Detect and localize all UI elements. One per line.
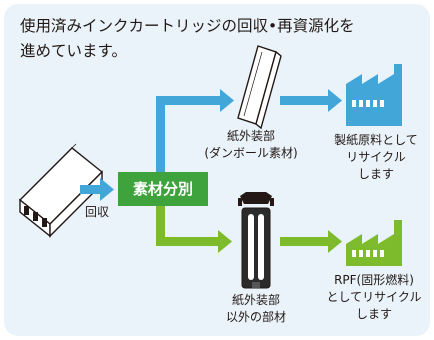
paper-exterior-label: 紙外装部 (ダンボール素材) — [186, 128, 316, 162]
other-parts-line-1: 紙外装部 — [231, 293, 280, 307]
arrow-to-other-parts — [156, 206, 232, 253]
paper-result-line-1: 製紙原料として — [334, 133, 418, 147]
other-parts-line-2: 以外の部材 — [225, 310, 286, 324]
sort-materials-box: 素材分別 — [118, 172, 208, 206]
factory-blue-icon — [346, 64, 402, 126]
title-line-1: 使用済みインクカートリッジの回収•再資源化を — [20, 17, 355, 35]
diagram-title: 使用済みインクカートリッジの回収•再資源化を 進めています。 — [20, 14, 420, 64]
arrow-to-rpf-factory — [280, 230, 342, 253]
paper-exterior-icon — [237, 45, 282, 130]
rpf-result-label: RPF(固形燃料) としてリサイクル します — [316, 272, 432, 323]
paper-exterior-line-1: 紙外装部 — [226, 129, 275, 143]
paper-result-line-3: します — [357, 167, 394, 181]
paper-exterior-line-2: (ダンボール素材) — [204, 146, 298, 160]
sort-box-label: 素材分別 — [132, 180, 193, 198]
title-line-2: 進めています。 — [20, 42, 127, 60]
other-parts-label: 紙外装部 以外の部材 — [206, 292, 306, 326]
rpf-result-line-3: します — [355, 307, 392, 321]
rpf-result-line-1: RPF(固形燃料) — [334, 273, 414, 287]
arrow-to-paper-factory — [280, 89, 342, 112]
cartridge-interior-icon — [238, 192, 274, 289]
collect-label: 回収 — [80, 204, 114, 221]
arrow-to-paper-exterior — [156, 89, 234, 174]
paper-result-label: 製紙原料として リサイクル します — [326, 132, 426, 183]
rpf-result-line-2: としてリサイクル — [326, 290, 422, 304]
factory-green-icon — [346, 220, 402, 266]
collect-text: 回収 — [84, 205, 109, 219]
arrow-collect — [80, 178, 114, 201]
paper-result-line-2: リサイクル — [346, 150, 406, 164]
